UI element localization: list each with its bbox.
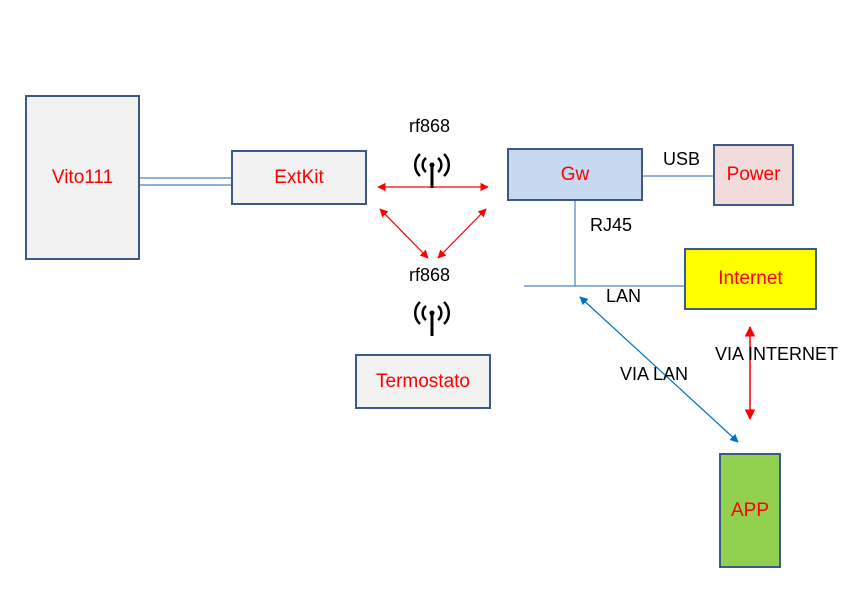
vito-extkit-link: [139, 177, 231, 186]
via-lan-arrow: [579, 296, 739, 443]
node-internet: Internet: [684, 248, 817, 310]
node-termostato: Termostato: [355, 354, 491, 409]
node-extkit: ExtKit: [231, 150, 367, 205]
lan-label: LAN: [606, 286, 642, 306]
node-power: Power: [713, 144, 794, 206]
node-gw: Gw: [507, 148, 643, 201]
rf-arrow-extkit-termostato: [379, 208, 429, 259]
rf868-top-label: rf868: [409, 116, 451, 136]
usb-label: USB: [663, 149, 701, 169]
radio-signal-icon: [413, 300, 451, 338]
rf868-bottom-label: rf868: [409, 265, 451, 285]
via-internet-label: VIA INTERNET: [715, 344, 839, 364]
rf-arrow-termostato-gw: [437, 208, 487, 259]
radio-signal-icon: [413, 152, 451, 190]
node-vito111: Vito111: [25, 95, 140, 260]
via-lan-label: VIA LAN: [620, 364, 689, 384]
rj45-label: RJ45: [590, 215, 633, 235]
node-app: APP: [719, 453, 781, 568]
